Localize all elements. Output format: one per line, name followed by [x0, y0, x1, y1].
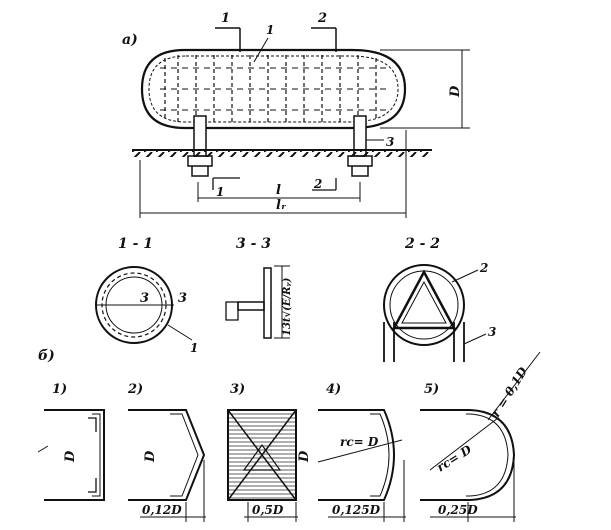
- variant-3-bottom-dim: 0,5D: [252, 503, 284, 517]
- dim-D-label: D: [448, 85, 463, 98]
- variant-2-dim-D: D: [143, 450, 158, 463]
- dim-lr-label: lᵣ: [276, 198, 287, 213]
- variant-4: 4) rс= D D 0,125D: [297, 382, 406, 522]
- part-b-marker: б): [38, 348, 55, 364]
- variant-5: 5) rс= D r = 0,1D 0,25D: [420, 351, 541, 522]
- stiffener-formula: 13t√(E/Rᵧ): [281, 277, 293, 336]
- section-1-1-side-label: 3: [178, 291, 187, 306]
- variant-2-bottom-dim: 0,12D: [142, 503, 182, 517]
- variant-5-number: 5): [424, 382, 439, 397]
- stiffener-web: [263, 267, 272, 339]
- section-2-2: 2 - 2 2 3: [383, 236, 496, 362]
- internal-stiffeners: [164, 55, 377, 124]
- section-2-bottom-label: 2: [313, 177, 322, 191]
- section-3-3: 3 - 3 13t√(E/Rᵧ): [225, 236, 293, 339]
- variant-3-number: 3): [230, 382, 245, 397]
- variant-4-dim-D: D: [297, 450, 312, 463]
- variant-3: 3) 0,5D: [227, 382, 298, 522]
- variant-5-radius-label: rс= D: [434, 442, 474, 474]
- section-3-3-title: 3 - 3: [236, 236, 271, 252]
- variant-1: 1) D: [37, 382, 105, 501]
- section-1-1-inner-label: 3: [140, 291, 149, 306]
- callout-1: 1: [266, 23, 274, 37]
- variant-4-bottom-dim: 0,125D: [332, 503, 381, 517]
- section-2-2-callout-2: 2: [479, 261, 488, 275]
- part-a-marker: а): [122, 32, 138, 48]
- variant-4-number: 4): [326, 382, 341, 397]
- section-2-2-callout-3: 3: [488, 325, 496, 339]
- variant-5-corner-label: r = 0,1D: [489, 364, 531, 419]
- section-2-2-title: 2 - 2: [404, 236, 440, 252]
- part-a: а) 1 2: [122, 11, 470, 218]
- section-1-1-title: 1 - 1: [118, 236, 153, 252]
- variant-4-radius-label: rс= D: [340, 435, 379, 449]
- triangle-brace: [391, 269, 457, 330]
- dim-l-label: l: [276, 183, 281, 198]
- variant-2: 2) D 0,12D: [127, 382, 206, 522]
- variant-1-number: 1): [52, 382, 67, 397]
- part-b: б) 1) D 2) D 0,12D 3): [37, 348, 541, 522]
- variant-1-dim-D: D: [63, 450, 78, 463]
- section-2-top-label: 2: [317, 11, 327, 26]
- variant-5-bottom-dim: 0,25D: [438, 503, 478, 517]
- callout-3: 3: [386, 135, 394, 149]
- section-1-top-label: 1: [221, 11, 230, 26]
- section-1-1: 1 - 1 3 3 1: [95, 236, 198, 355]
- section-1-1-callout: 1: [190, 341, 198, 355]
- variant-2-number: 2): [127, 382, 143, 397]
- tank-shell: [140, 48, 407, 130]
- section-1-bottom-label: 1: [216, 185, 224, 199]
